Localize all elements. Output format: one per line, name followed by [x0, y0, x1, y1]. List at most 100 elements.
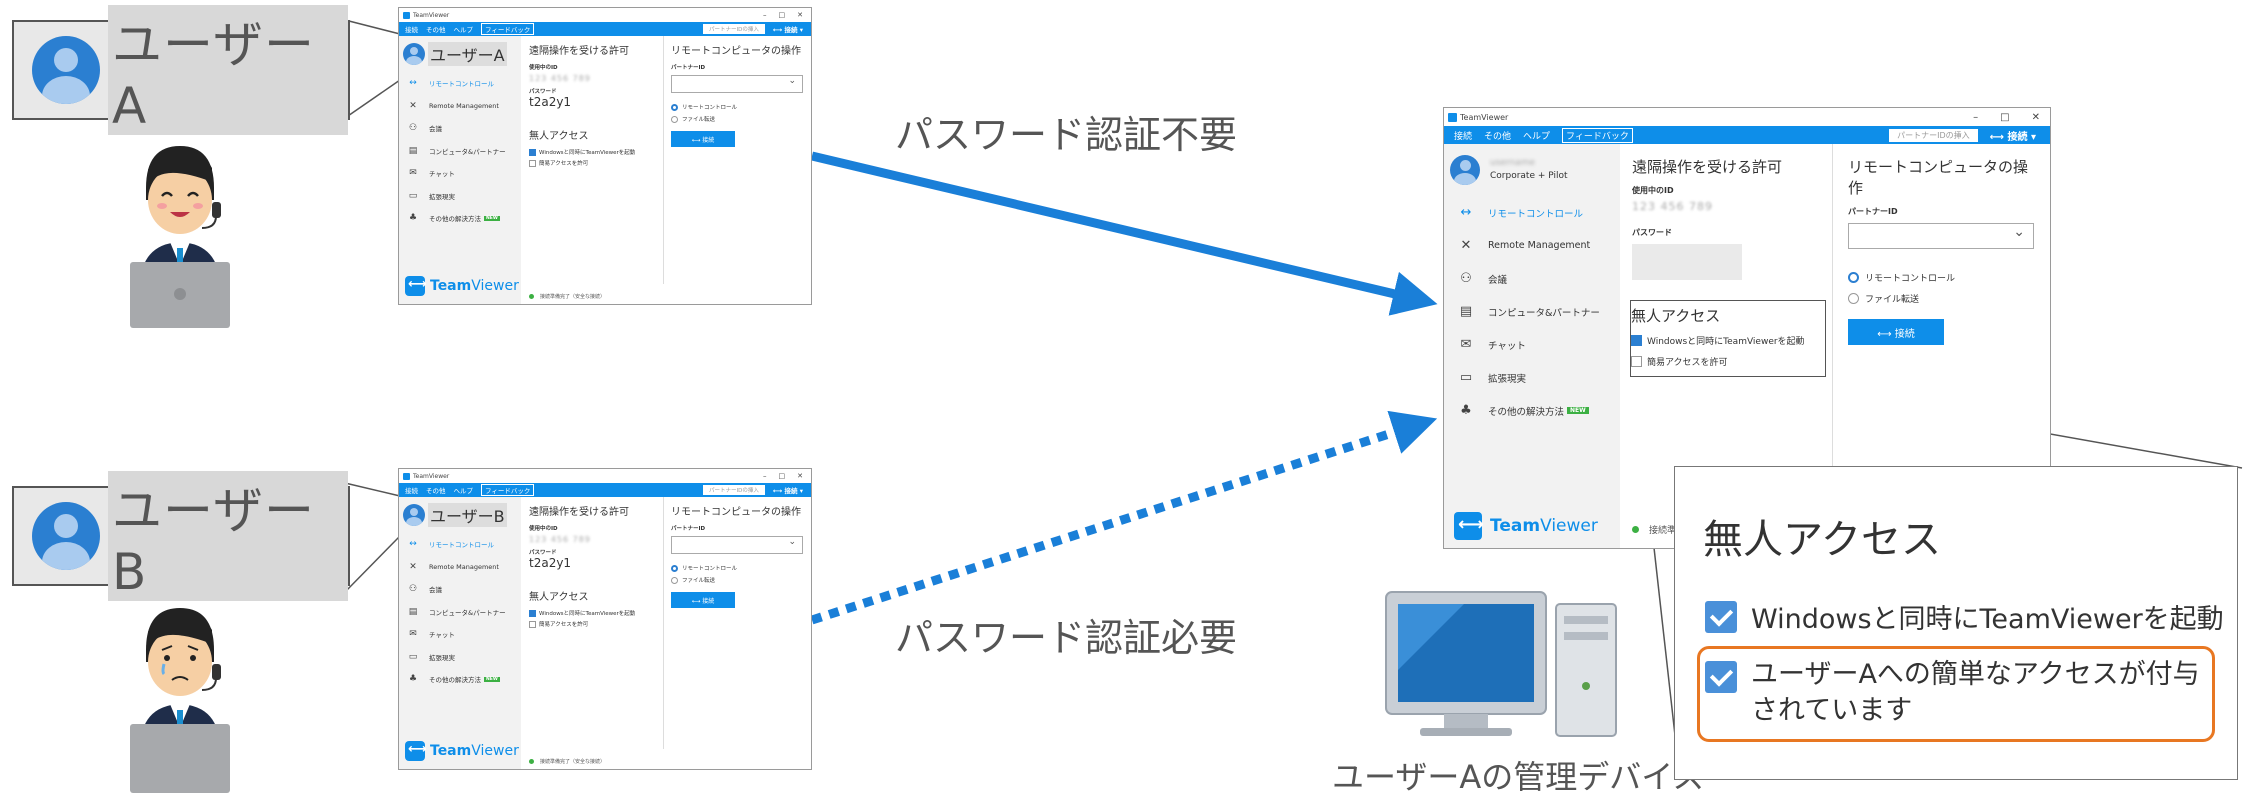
close-icon[interactable]: ✕ — [2031, 111, 2040, 123]
contacts-icon: ▤ — [408, 145, 418, 156]
easy-access-checkbox[interactable]: 簡易アクセスを許可 — [1631, 355, 1821, 368]
maximize-icon[interactable]: □ — [778, 11, 786, 19]
teamviewer-logo-icon — [405, 741, 427, 761]
unattended-access-section: 無人アクセス Windowsと同時にTeamViewerを起動 簡易アクセスを許… — [1630, 300, 1826, 377]
partner-id-input[interactable] — [671, 75, 803, 93]
sidebar-item-computers-partners[interactable]: ▤コンピュータ&パートナー — [408, 145, 506, 156]
window-title: TeamViewer — [413, 472, 450, 480]
menu-help[interactable]: ヘルプ — [453, 26, 474, 34]
sidebar-item-remote-management[interactable]: ✕Remote Management — [1444, 229, 1620, 262]
start-with-windows-checkbox[interactable]: Windowsと同時にTeamViewerを起動 — [1631, 334, 1821, 347]
sidebar-user-name: ユーザーB — [428, 503, 507, 527]
partner-id-input[interactable] — [671, 536, 803, 554]
sidebar-item-ar[interactable]: ▭拡張現実 — [1459, 370, 1527, 385]
menu-connect[interactable]: 接続 — [405, 487, 418, 495]
maximize-icon[interactable]: □ — [778, 472, 786, 480]
menu-help[interactable]: ヘルプ — [453, 487, 474, 495]
avatar-icon — [403, 504, 425, 526]
user-b-name: ユーザーB — [108, 471, 348, 601]
radio-remote-control[interactable]: リモートコントロール — [671, 564, 803, 572]
sidebar-item-meeting[interactable]: ⚇会議 — [408, 584, 442, 595]
close-icon[interactable]: ✕ — [797, 11, 803, 19]
avatar-icon — [1450, 155, 1480, 185]
easy-access-checkbox[interactable]: 簡易アクセスを許可 — [529, 620, 657, 628]
status-bar: 接続準 — [1632, 523, 1676, 536]
radio-file-transfer[interactable]: ファイル転送 — [671, 576, 803, 584]
menu-help[interactable]: ヘルプ — [1523, 131, 1551, 142]
radio-remote-control[interactable]: リモートコントロール — [1848, 271, 2042, 284]
teamviewer-logo-icon — [1454, 512, 1484, 540]
maximize-icon[interactable]: □ — [2000, 111, 2010, 123]
sidebar-item-ar[interactable]: ▭拡張現実 — [408, 190, 455, 201]
highlight-frame — [1697, 646, 2215, 742]
meeting-icon: ⚇ — [408, 584, 418, 595]
quick-connect-button[interactable]: ⟷ 接続 ▾ — [772, 487, 803, 495]
connect-button[interactable]: ⟷ 接続 — [671, 131, 735, 147]
meeting-icon: ⚇ — [1460, 271, 1472, 286]
sidebar-item-meeting[interactable]: ⚇会議 — [408, 123, 442, 134]
sidebar: ユーザーA ↔リモートコントロール ✕Remote Management ⚇会議… — [399, 36, 521, 304]
radio-remote-control[interactable]: リモートコントロール — [671, 103, 803, 111]
sidebar-item-computers-partners[interactable]: ▤コンピュータ&パートナー — [408, 606, 506, 617]
allow-heading: 遠隔操作を受ける許可 — [1632, 158, 1783, 176]
partner-id-quick-input[interactable]: パートナーIDの挿入 — [703, 485, 765, 495]
user-b-callout: ユーザーB — [12, 471, 350, 601]
easy-access-checkbox[interactable]: 簡易アクセスを許可 — [529, 159, 657, 167]
sidebar-item-ar[interactable]: ▭拡張現実 — [408, 651, 455, 662]
sidebar-user-name: username — [1490, 158, 1535, 168]
connect-button[interactable]: ⟷ 接続 — [671, 592, 735, 608]
sidebar-item-remote-control[interactable]: ↔リモートコントロール — [399, 72, 521, 95]
radio-file-transfer[interactable]: ファイル転送 — [671, 115, 803, 123]
menu-other[interactable]: その他 — [426, 26, 446, 34]
sidebar-item-meeting[interactable]: ⚇会議 — [1444, 262, 1620, 295]
sidebar-item-remote-control[interactable]: ↔リモートコントロール — [1444, 196, 1620, 229]
sidebar-item-chat[interactable]: ✉チャット — [399, 162, 521, 185]
status-dot-icon — [1632, 526, 1639, 533]
meeting-icon: ⚇ — [408, 123, 418, 134]
chat-icon: ✉ — [409, 168, 417, 179]
quick-connect-button[interactable]: ⟷ 接続 ▾ — [772, 26, 803, 34]
sidebar-user[interactable]: ユーザーB — [399, 497, 521, 533]
minimize-icon[interactable]: – — [763, 11, 767, 19]
partner-id-quick-input[interactable]: パートナーIDの挿入 — [703, 24, 765, 34]
minimize-icon[interactable]: – — [763, 472, 767, 480]
sidebar-item-chat[interactable]: ✉チャット — [1444, 328, 1620, 361]
unattended-access-zoom: 無人アクセス Windowsと同時にTeamViewerを起動 ユーザーAへの簡… — [1674, 466, 2238, 780]
sidebar-item-chat[interactable]: ✉チャット — [399, 623, 521, 646]
expand-icon: ✕ — [409, 100, 417, 111]
status-dot-icon — [529, 294, 534, 299]
puzzle-icon: ♣ — [1460, 403, 1472, 418]
sidebar-item-remote-control[interactable]: ↔リモートコントロール — [399, 533, 521, 556]
minimize-icon[interactable]: – — [1973, 111, 1979, 123]
allow-heading: 遠隔操作を受ける許可 — [529, 46, 629, 57]
feedback-button[interactable]: フィードバック — [1562, 127, 1633, 143]
sidebar-item-remote-management[interactable]: ✕Remote Management — [399, 95, 521, 118]
feedback-button[interactable]: フィードバック — [481, 23, 535, 35]
contacts-icon: ▤ — [408, 606, 418, 617]
partner-id-quick-input[interactable]: パートナーIDの挿入 — [1889, 128, 1978, 142]
quick-connect-button[interactable]: ⟷ 接続 ▾ — [1989, 131, 2036, 143]
menu-other[interactable]: その他 — [426, 487, 446, 495]
partner-id-input[interactable] — [1848, 223, 2034, 249]
menu-connect[interactable]: 接続 — [1454, 131, 1473, 142]
status-dot-icon — [529, 759, 534, 764]
teamviewer-window-user-a: TeamViewer –□✕ 接続 その他 ヘルプ フィードバック パートナーI… — [398, 7, 812, 305]
sidebar-item-computers-partners[interactable]: ▤コンピュータ&パートナー — [1459, 304, 1600, 319]
menu-bar: 接続 その他 ヘルプ フィードバック パートナーIDの挿入 ⟷ 接続 ▾ — [399, 483, 811, 497]
menu-connect[interactable]: 接続 — [405, 26, 418, 34]
close-icon[interactable]: ✕ — [797, 472, 803, 480]
connect-button[interactable]: ⟷ 接続 — [1848, 319, 1944, 345]
start-with-windows-checkbox[interactable]: Windowsと同時にTeamViewerを起動 — [529, 148, 657, 156]
radio-file-transfer[interactable]: ファイル転送 — [1848, 292, 2042, 305]
password-field-empty — [1632, 244, 1742, 280]
menu-other[interactable]: その他 — [1484, 131, 1512, 142]
feedback-button[interactable]: フィードバック — [481, 484, 535, 496]
sidebar-item-remote-management[interactable]: ✕Remote Management — [399, 556, 521, 579]
start-with-windows-checkbox[interactable]: Windowsと同時にTeamViewerを起動 — [529, 609, 657, 617]
teamviewer-icon — [1448, 112, 1457, 122]
sidebar-user[interactable]: ユーザーA — [399, 36, 521, 72]
